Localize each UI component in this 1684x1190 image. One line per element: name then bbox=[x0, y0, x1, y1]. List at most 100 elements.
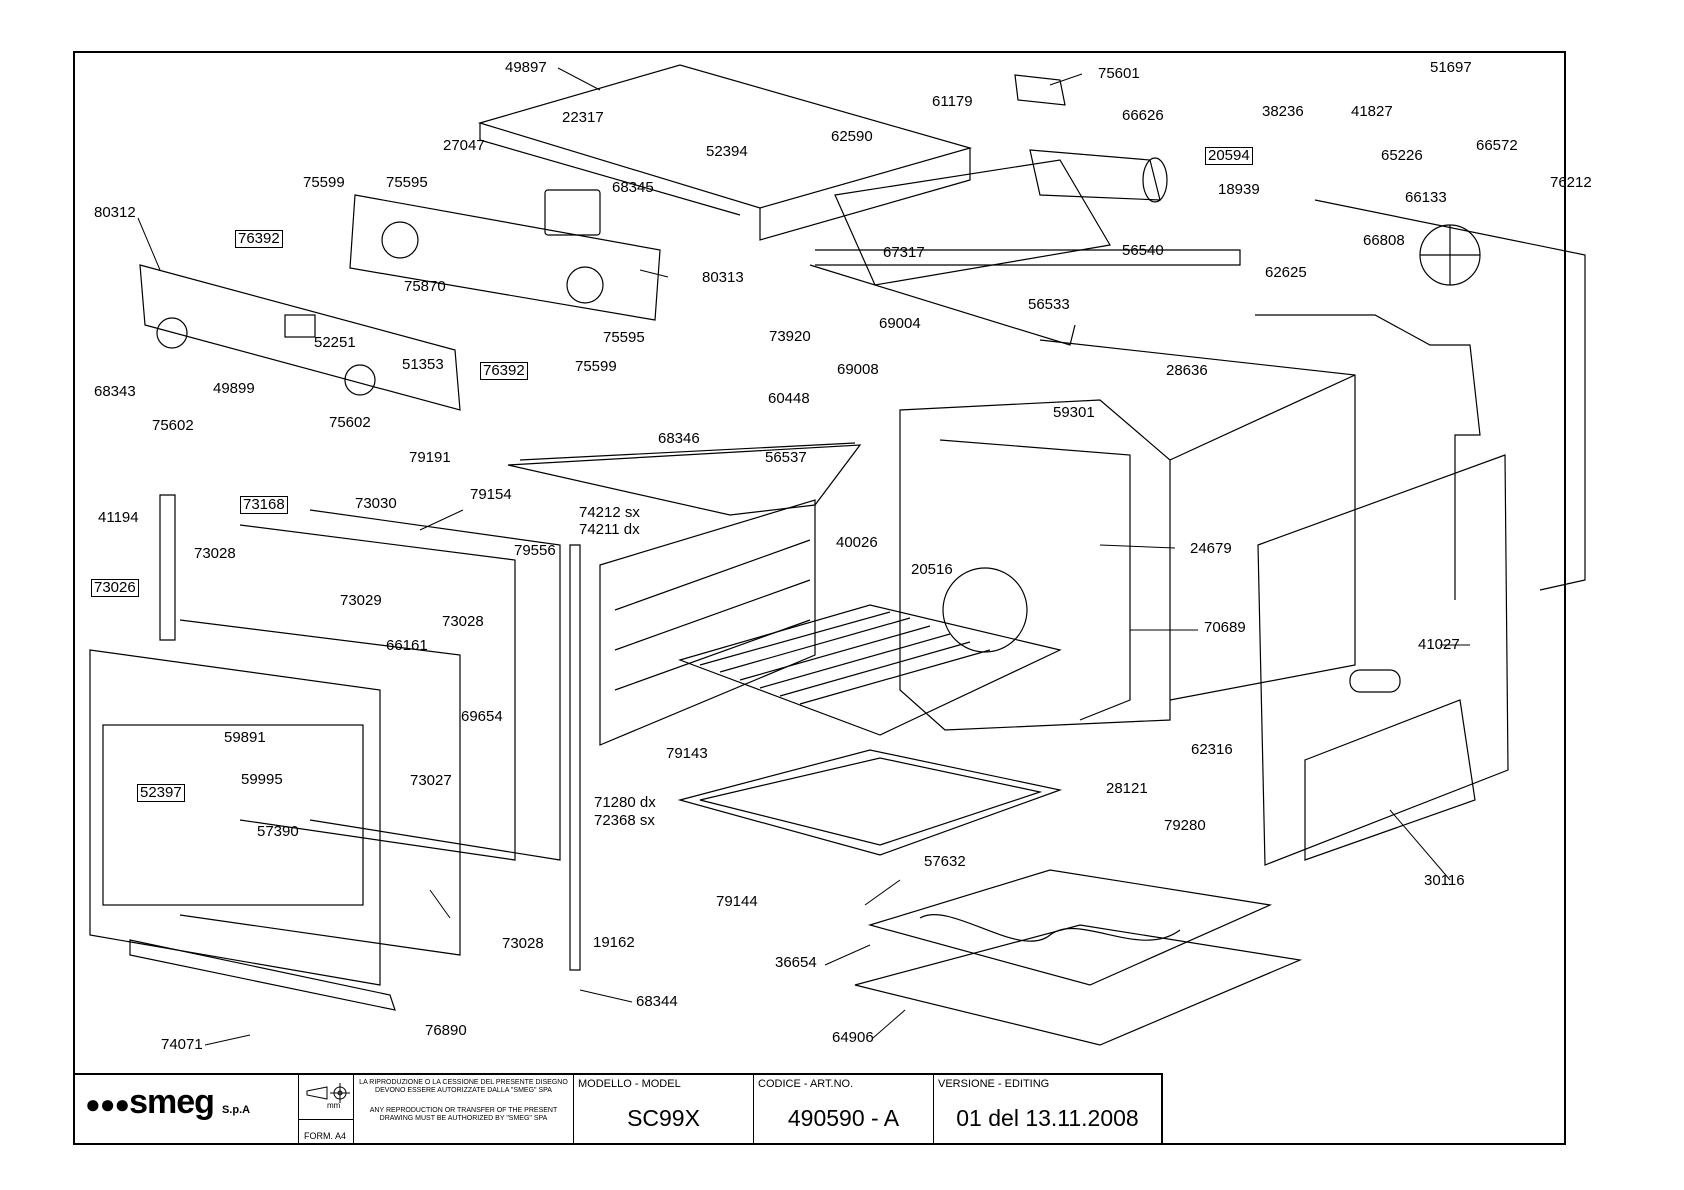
version-cell: VERSIONE - EDITING 01 del 13.11.2008 bbox=[933, 1075, 1161, 1145]
part-label-52394: 52394 bbox=[706, 143, 748, 160]
model-caption: MODELLO - MODEL bbox=[578, 1078, 681, 1090]
part-label-36654: 36654 bbox=[775, 954, 817, 971]
part-label-20516: 20516 bbox=[911, 561, 953, 578]
part-label-68344: 68344 bbox=[636, 993, 678, 1010]
part-label-68346: 68346 bbox=[658, 430, 700, 447]
part-label-30116: 30116 bbox=[1424, 872, 1465, 889]
bottom-element bbox=[854, 869, 1303, 1046]
part-label-66161: 66161 bbox=[386, 637, 428, 654]
leader-lines bbox=[137, 67, 1470, 1046]
part-label-56537: 56537 bbox=[765, 449, 807, 466]
part-label-56533: 56533 bbox=[1028, 296, 1070, 313]
part-label-49897: 49897 bbox=[505, 59, 547, 76]
version-value: 01 del 13.11.2008 bbox=[956, 1105, 1139, 1131]
part-label-59891: 59891 bbox=[224, 729, 266, 746]
top-cover bbox=[477, 64, 973, 241]
part-label-74071: 74071 bbox=[161, 1036, 203, 1053]
part-label-66626: 66626 bbox=[1122, 107, 1164, 124]
part-label-74212sx: 74212 sx bbox=[579, 504, 640, 521]
projection-cell: mm FORM. A4 bbox=[298, 1075, 353, 1145]
unit-label: mm bbox=[327, 1101, 341, 1110]
part-label-76392: 76392 bbox=[480, 362, 528, 380]
frame-inner bbox=[507, 442, 862, 516]
part-label-59995: 59995 bbox=[241, 771, 283, 788]
part-label-66133: 66133 bbox=[1405, 189, 1447, 206]
part-label-75595: 75595 bbox=[603, 329, 645, 346]
part-label-57632: 57632 bbox=[924, 853, 966, 870]
part-label-75599: 75599 bbox=[303, 174, 345, 191]
part-label-75870: 75870 bbox=[404, 278, 446, 295]
part-label-28636: 28636 bbox=[1166, 362, 1208, 379]
part-label-74211dx: 74211 dx bbox=[579, 521, 640, 538]
part-label-73168: 73168 bbox=[240, 496, 288, 514]
part-label-51697: 51697 bbox=[1430, 59, 1472, 76]
copyright-note-en: ANY REPRODUCTION OR TRANSFER OF THE PRES… bbox=[369, 1107, 558, 1122]
model-value: SC99X bbox=[627, 1105, 700, 1131]
part-label-76212: 76212 bbox=[1550, 174, 1592, 191]
part-label-73029: 73029 bbox=[340, 592, 382, 609]
front-panel bbox=[139, 264, 461, 411]
part-label-73028: 73028 bbox=[442, 613, 484, 630]
door-layers bbox=[89, 494, 581, 1011]
part-label-73027: 73027 bbox=[410, 772, 452, 789]
oven-cavity bbox=[899, 339, 1356, 731]
part-label-73920: 73920 bbox=[769, 328, 811, 345]
form-label: FORM. A4 bbox=[304, 1131, 347, 1141]
part-label-22317: 22317 bbox=[562, 109, 604, 126]
drawing-frame bbox=[73, 51, 1566, 1145]
part-label-79556: 79556 bbox=[514, 542, 556, 559]
part-label-20594: 20594 bbox=[1205, 147, 1253, 165]
code-caption: CODICE - ART.NO. bbox=[758, 1078, 854, 1090]
part-label-41027: 41027 bbox=[1418, 636, 1460, 653]
part-label-68345: 68345 bbox=[612, 179, 654, 196]
part-label-28121: 28121 bbox=[1106, 780, 1148, 797]
part-label-56540: 56540 bbox=[1122, 242, 1164, 259]
control-board bbox=[349, 189, 661, 321]
part-label-73028: 73028 bbox=[194, 545, 236, 562]
part-label-51353: 51353 bbox=[402, 356, 444, 373]
part-label-52251: 52251 bbox=[314, 334, 356, 351]
part-label-79143: 79143 bbox=[666, 745, 708, 762]
part-label-73028: 73028 bbox=[502, 935, 544, 952]
part-label-68343: 68343 bbox=[94, 383, 136, 400]
part-label-69008: 69008 bbox=[837, 361, 879, 378]
part-label-75595: 75595 bbox=[386, 174, 428, 191]
copyright-cell: LA RIPRODUZIONE O LA CESSIONE DEL PRESEN… bbox=[353, 1075, 573, 1145]
part-label-61179: 61179 bbox=[932, 93, 973, 110]
part-label-59301: 59301 bbox=[1053, 404, 1095, 421]
part-label-49899: 49899 bbox=[213, 380, 255, 397]
part-label-62590: 62590 bbox=[831, 128, 873, 145]
part-label-64906: 64906 bbox=[832, 1029, 874, 1046]
part-label-79154: 79154 bbox=[470, 486, 512, 503]
part-label-24679: 24679 bbox=[1190, 540, 1232, 557]
part-label-52397: 52397 bbox=[137, 784, 185, 802]
part-label-76392: 76392 bbox=[235, 230, 283, 248]
part-label-69004: 69004 bbox=[879, 315, 921, 332]
side-panel bbox=[1257, 454, 1509, 866]
code-cell: CODICE - ART.NO. 490590 - A bbox=[753, 1075, 933, 1145]
copyright-note-it: LA RIPRODUZIONE O LA CESSIONE DEL PRESEN… bbox=[359, 1079, 568, 1094]
part-label-70689: 70689 bbox=[1204, 619, 1246, 636]
part-label-41827: 41827 bbox=[1351, 103, 1393, 120]
part-label-80313: 80313 bbox=[702, 269, 744, 286]
part-label-71280dx: 71280 dx bbox=[594, 794, 656, 811]
part-label-79191: 79191 bbox=[409, 449, 451, 466]
part-label-27047: 27047 bbox=[443, 137, 485, 154]
part-label-72368sx: 72368 sx bbox=[594, 812, 655, 829]
part-label-80312: 80312 bbox=[94, 204, 136, 221]
part-label-57390: 57390 bbox=[257, 823, 299, 840]
part-label-73026: 73026 bbox=[91, 579, 139, 597]
version-caption: VERSIONE - EDITING bbox=[938, 1078, 1050, 1090]
part-label-75602: 75602 bbox=[152, 417, 194, 434]
part-label-67317: 67317 bbox=[883, 244, 925, 261]
part-label-75602: 75602 bbox=[329, 414, 371, 431]
part-label-75601: 75601 bbox=[1098, 65, 1140, 82]
model-cell: MODELLO - MODEL SC99X bbox=[573, 1075, 753, 1145]
part-label-73030: 73030 bbox=[355, 495, 397, 512]
part-label-79280: 79280 bbox=[1164, 817, 1206, 834]
part-label-60448: 60448 bbox=[768, 390, 810, 407]
